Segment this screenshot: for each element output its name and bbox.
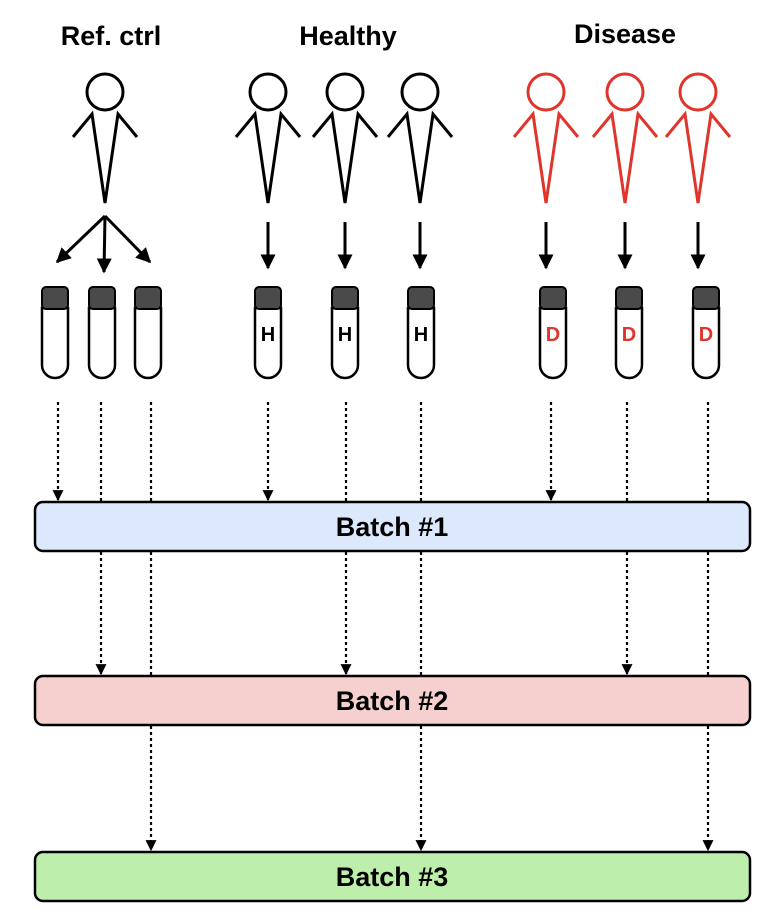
person-body [664,110,732,204]
tube-6: H [406,286,436,380]
tube-7: D [538,286,568,380]
tube-cap [331,286,359,310]
batch-label-1: Batch #1 [336,512,449,542]
person-head [678,72,718,112]
person-body [311,110,379,204]
tube-8: D [614,286,644,380]
tube-body [330,306,360,380]
tube-label-healthy: H [414,324,428,346]
people-layer [71,72,732,204]
batch-box-3 [33,850,752,903]
group-label-ref: Ref. ctrl [61,21,162,51]
batch-label-3: Batch #3 [336,862,449,892]
group-label-disease: Disease [574,19,676,49]
person-body [234,110,302,204]
tube-label-healthy: H [338,324,352,346]
tube-body [87,306,117,380]
tube-body [133,306,163,380]
tube-body [614,306,644,380]
tube-body [538,306,568,380]
person-2 [234,72,302,204]
tube-2 [87,286,117,380]
person-head [85,72,125,112]
tube-3 [133,286,163,380]
person-head [248,72,288,112]
tube-cap [539,286,567,310]
person-head [325,72,365,112]
tube-cap [134,286,162,310]
split-arrow-3 [103,214,152,264]
tube-1 [40,286,70,380]
batch-bar-1: Batch #1 [33,500,752,553]
group-label-healthy: Healthy [299,21,397,51]
person-5 [512,72,580,204]
batch-box-2 [33,674,752,727]
tube-cap [615,286,643,310]
batch-box-1 [33,500,752,553]
split-arrow-1 [55,214,107,264]
person-body [591,110,659,204]
person-body [512,110,580,204]
tube-cap [692,286,720,310]
person-head [526,72,566,112]
tube-cap [254,286,282,310]
person-6 [591,72,659,204]
person-1 [71,72,139,204]
batch-bar-3: Batch #3 [33,850,752,903]
tube-cap [41,286,69,310]
person-head [400,72,440,112]
tube-cap [88,286,116,310]
tube-5: H [330,286,360,380]
batch-label-2: Batch #2 [336,686,449,716]
sample-arrows [260,222,706,270]
person-7 [664,72,732,204]
tube-body [406,306,436,380]
tube-label-healthy: H [261,324,275,346]
dotted-assignment-lines [52,402,714,852]
person-head [605,72,645,112]
tube-4: H [253,286,283,380]
tube-body [691,306,721,380]
person-body [71,110,139,204]
tube-9: D [691,286,721,380]
batch-bar-2: Batch #2 [33,674,752,727]
tube-label-disease: D [699,324,713,346]
tube-body [253,306,283,380]
person-body [386,110,454,204]
tube-label-disease: D [622,324,636,346]
tube-body [40,306,70,380]
split-arrow-2 [96,215,112,274]
tube-cap [407,286,435,310]
tube-label-disease: D [546,324,560,346]
reference-split-arrows [55,214,152,274]
person-4 [386,72,454,204]
person-3 [311,72,379,204]
